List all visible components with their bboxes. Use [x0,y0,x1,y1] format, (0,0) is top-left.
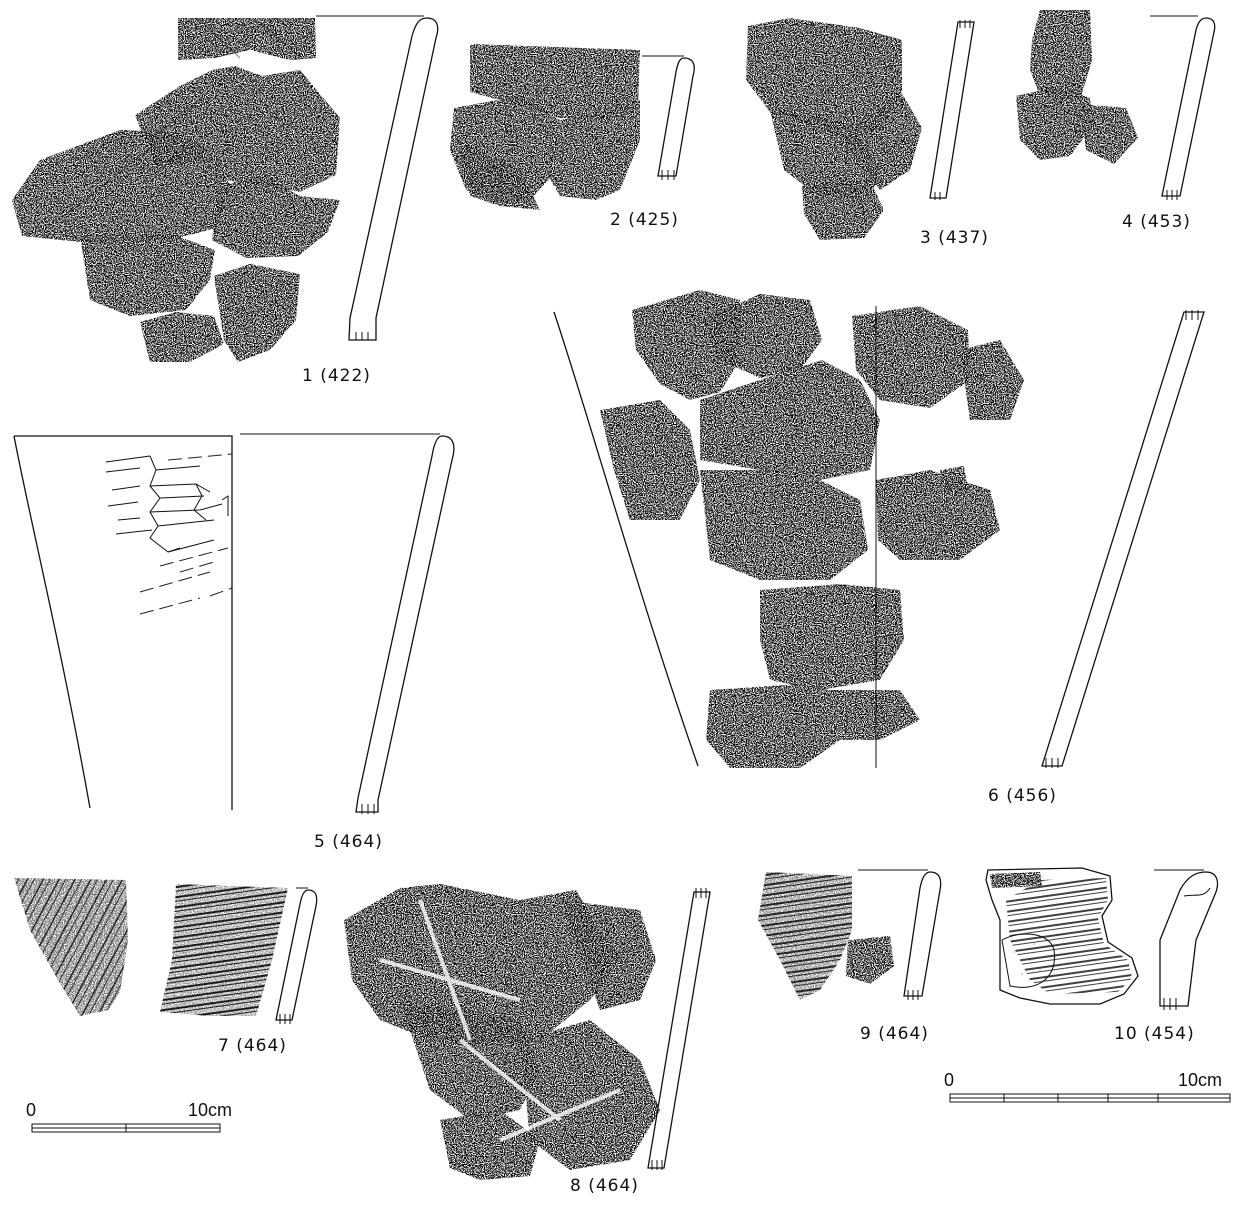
scale-bar-left [31,1123,221,1133]
artifact-9-label: 9 (464) [860,1024,929,1044]
artifact-10-label: 10 (454) [1114,1024,1195,1044]
artifact-8-rubbing [344,884,660,1180]
artifact-1-rubbing [12,18,340,362]
artifact-4-rubbing [1016,10,1138,164]
artifact-7-rubbing [14,878,288,1016]
scale-left-end-label: 10cm [188,1100,233,1120]
artifact-5-drawing [13,435,233,810]
artifact-6-rubbing [553,290,1024,768]
artifact-5-profile [240,433,455,814]
artifact-4-label: 4 (453) [1122,212,1191,232]
artifact-7-profile [275,887,318,1024]
artifact-9-profile [858,869,942,1000]
scale-bar-right [949,1093,1231,1103]
scale-right-start-label: 0 [944,1070,955,1090]
artifact-5-label: 5 (464) [314,832,383,852]
artifact-7-label: 7 (464) [218,1036,287,1056]
artifact-10-drawing [985,867,1139,1005]
artifact-8-profile [647,888,711,1170]
artifact-1-label: 1 (422) [302,366,371,386]
artifact-2-rubbing [450,44,640,210]
artifact-1-profile [316,15,439,341]
artifact-6-profile [1041,310,1205,768]
artifact-4-profile [1150,15,1216,200]
artifact-2-label: 2 (425) [610,210,679,230]
artifact-3-label: 3 (437) [920,228,989,248]
artifact-3-profile [929,20,975,200]
artifact-6-label: 6 (456) [988,786,1057,806]
artifact-2-profile [642,55,695,180]
scale-right-end-label: 10cm [1178,1070,1223,1090]
artifact-9-rubbing [758,872,894,1000]
artifact-3-rubbing [746,18,922,240]
artifact-8-label: 8 (464) [570,1176,639,1196]
scale-left-start-label: 0 [26,1100,37,1120]
artifact-10-profile [1154,869,1219,1010]
